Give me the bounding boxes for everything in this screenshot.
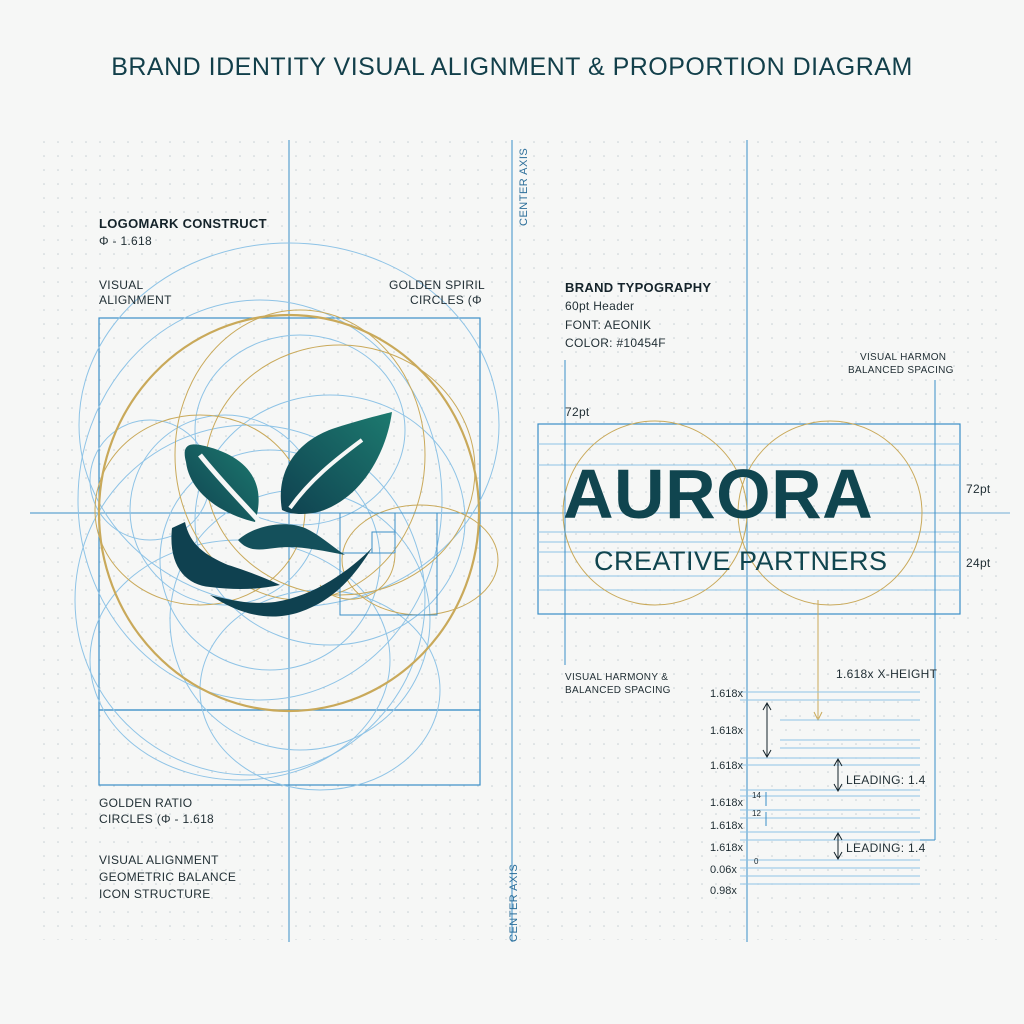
leading-label-2: LEADING: 1.4 [846,841,926,855]
visual-alignment-line-2: ALIGNMENT [99,293,172,307]
dimension-arrows [762,701,843,861]
multiplier-8: 0.98x [710,885,737,897]
golden-spiral-line-2: CIRCLES (Φ [410,293,482,307]
typography-heading: BRAND TYPOGRAPHY [565,280,712,295]
spacing-scale [740,691,920,885]
multiplier-7: 0.06x [710,864,737,876]
typography-font: FONT: AEONIK [565,318,652,332]
logomark-note-2: GEOMETRIC BALANCE [99,870,237,884]
harmony-top-line-2: BALANCED SPACING [848,365,954,376]
logomark-guides [74,242,500,791]
pt-label-right-bottom: 24pt [966,556,991,570]
leaf-logo [171,412,392,617]
center-axis-label-top: CENTER AXIS [518,147,530,226]
tick-label-12: 12 [752,809,761,818]
multiplier-6: 1.618x [710,842,744,854]
harmony-bottom-line-1: VISUAL HARMONY & [565,672,669,683]
brand-wordmark: AURORA [563,455,874,533]
harmony-top-line-1: VISUAL HARMON [860,352,947,363]
logomark-heading: LOGOMARK CONSTRUCT [99,216,267,231]
logomark-note-1: VISUAL ALIGNMENT [99,853,219,867]
tick-label-14: 14 [752,791,761,800]
tick-label-0: 0 [754,857,759,866]
multiplier-2: 1.618x [710,725,744,737]
xheight-label: 1.618x X-HEIGHT [836,667,938,681]
multiplier-1: 1.618x [710,688,744,700]
typography-guides [537,360,961,841]
page-title: BRAND IDENTITY VISUAL ALIGNMENT & PROPOR… [111,53,913,81]
multiplier-3: 1.618x [710,760,744,772]
typography-size: 60pt Header [565,299,635,313]
leading-label-1: LEADING: 1.4 [846,773,926,787]
visual-alignment-line-1: VISUAL [99,278,144,292]
center-axis-label-bottom: CENTER AXIS [508,863,520,942]
multiplier-5: 1.618x [710,820,744,832]
logomark-phi: Φ - 1.618 [99,234,152,248]
typography-color: COLOR: #10454F [565,336,666,350]
golden-ratio-line-2: CIRCLES (Φ - 1.618 [99,812,215,826]
logomark-note-3: ICON STRUCTURE [99,887,211,901]
brand-tagline: CREATIVE PARTNERS [594,546,888,576]
golden-spiral-line-1: GOLDEN SPIRIL [389,278,485,292]
dot-grid [40,140,1000,940]
pt-label-right-top: 72pt [966,482,991,496]
pt-label-left: 72pt [565,405,590,419]
golden-ratio-line-1: GOLDEN RATIO [99,796,193,810]
axis-lines [30,140,1010,942]
harmony-bottom-line-2: BALANCED SPACING [565,685,671,696]
multiplier-4: 1.618x [710,797,744,809]
